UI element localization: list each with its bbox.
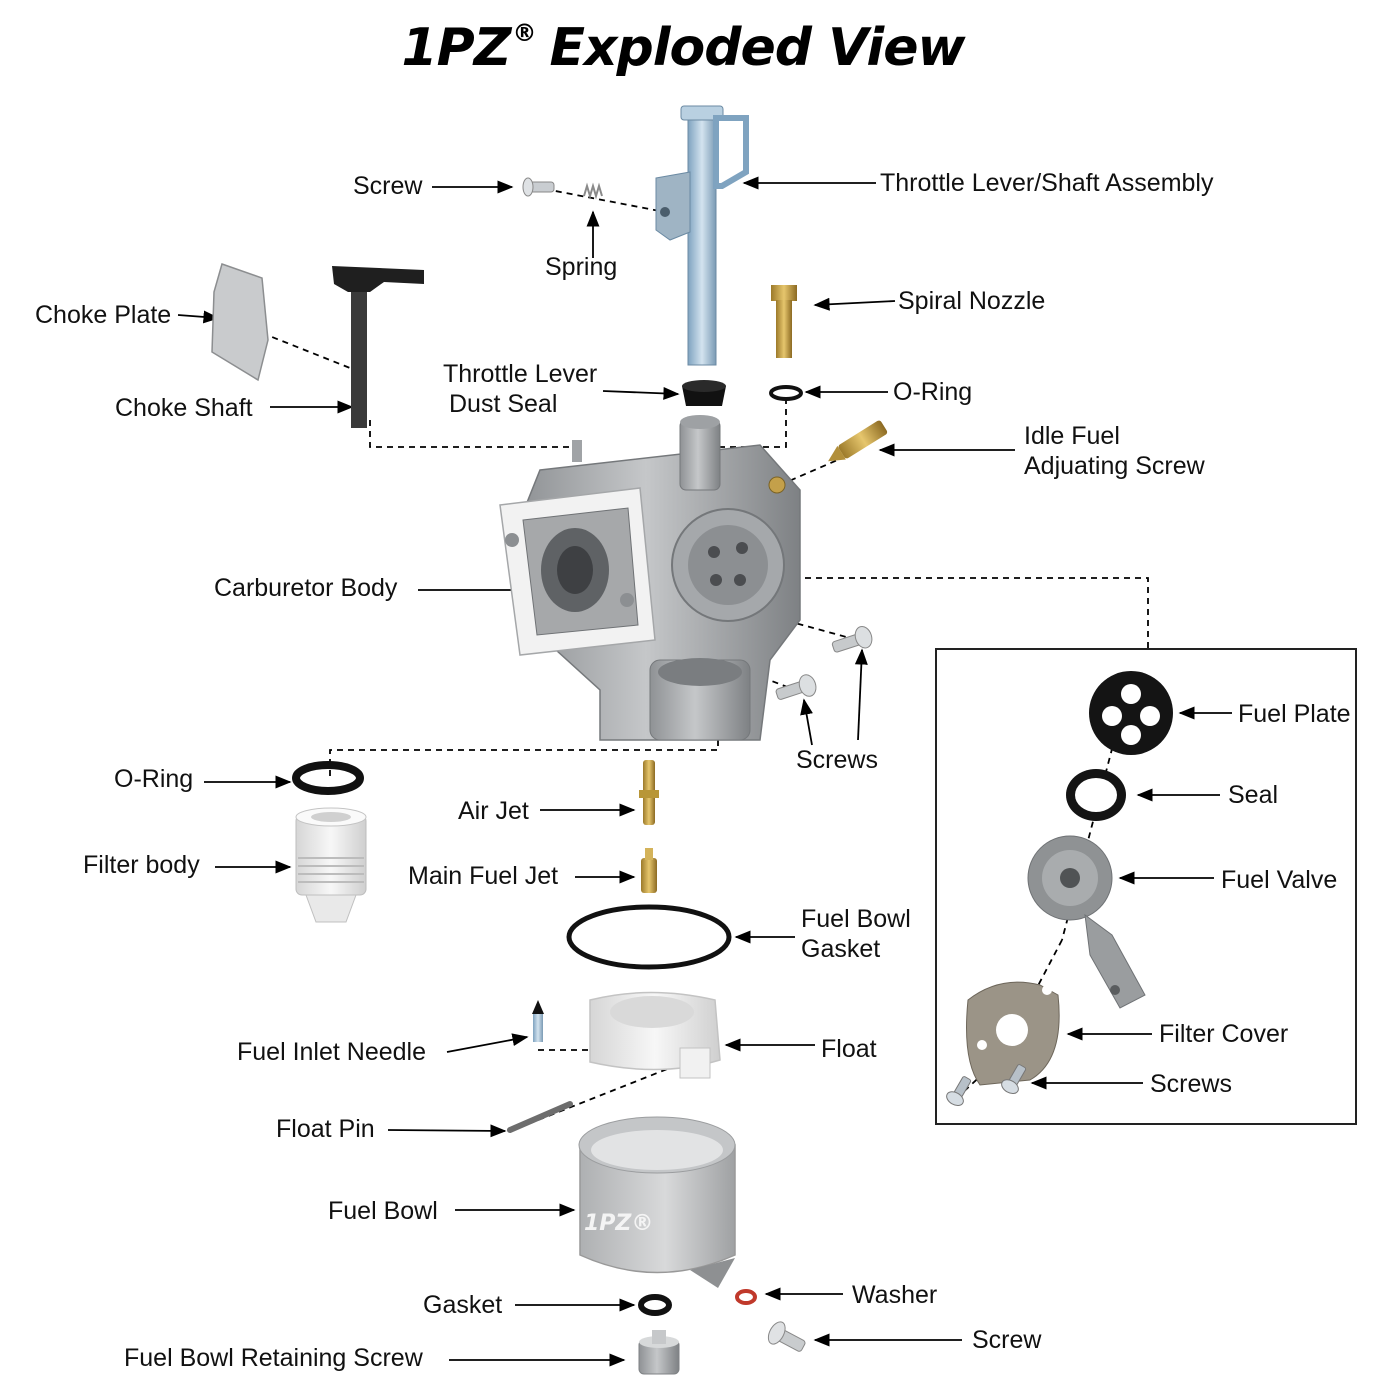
- label-filter-body: Filter body: [83, 851, 200, 879]
- retaining-screw-part: [638, 1330, 680, 1375]
- spiral-nozzle-part: [771, 285, 797, 358]
- carburetor-body-part: [499, 415, 801, 741]
- screw-top-part: [522, 177, 555, 197]
- label-spring: Spring: [545, 253, 618, 281]
- label-filter-cover: Filter Cover: [1159, 1020, 1289, 1048]
- throttle-dust-seal-part: [682, 380, 726, 406]
- label-carburetor-body: Carburetor Body: [214, 574, 398, 602]
- label-fuel-bowl: Fuel Bowl: [328, 1197, 438, 1225]
- title-text: Exploded View: [549, 18, 965, 78]
- fuel-valve-part: [1027, 835, 1146, 1009]
- label-air-jet: Air Jet: [458, 797, 529, 825]
- oring-filter-part: [292, 761, 364, 795]
- label-fuel-inlet-needle: Fuel Inlet Needle: [237, 1038, 427, 1066]
- label-fuel-valve: Fuel Valve: [1221, 866, 1338, 894]
- label-float: Float: [821, 1035, 877, 1063]
- label-screws-body: Screws: [796, 746, 878, 774]
- label-gasket: Gasket: [423, 1291, 503, 1319]
- fuel-bowl-part: 1PZ®: [578, 1116, 736, 1288]
- float-part: [589, 991, 721, 1079]
- filter-body-part: [295, 807, 367, 923]
- body-screws-part: [775, 625, 873, 700]
- label-oring-top: O-Ring: [893, 378, 973, 406]
- leader-arrows: [177, 176, 1232, 1367]
- label-seal: Seal: [1228, 781, 1279, 809]
- label-idle-screw-line1: Idle Fuel: [1024, 422, 1120, 450]
- label-oring-filter: O-Ring: [114, 765, 194, 793]
- fuel-bowl-gasket-part: [566, 904, 732, 970]
- title-registered-mark: ®: [512, 18, 536, 47]
- float-pin-part: [507, 1101, 573, 1133]
- oring-top-part: [769, 385, 803, 401]
- fuel-inlet-needle-part: [532, 1000, 544, 1042]
- label-throttle-dust-seal-line1: Throttle Lever: [443, 360, 598, 388]
- idle-screw-part: [828, 420, 888, 462]
- fuel-plate-part: [1089, 671, 1173, 755]
- filter-cover-part: [966, 981, 1060, 1086]
- label-float-pin: Float Pin: [276, 1115, 375, 1143]
- title-brand: 1PZ: [401, 18, 511, 78]
- choke-plate-part: [211, 263, 269, 382]
- label-fuel-plate: Fuel Plate: [1238, 700, 1351, 728]
- main-fuel-jet-part: [641, 848, 657, 893]
- label-idle-screw-line2: Adjuating Screw: [1024, 452, 1205, 480]
- fuel-valve-inset-panel: [935, 648, 1357, 1125]
- page-title: 1PZ® Exploded View: [0, 18, 1366, 78]
- label-choke-plate: Choke Plate: [35, 301, 172, 329]
- label-main-fuel-jet: Main Fuel Jet: [408, 862, 559, 890]
- seal-part: [1066, 769, 1126, 821]
- label-fuel-bowl-gasket-line2: Gasket: [801, 935, 881, 963]
- label-screw-bottom: Screw: [972, 1326, 1042, 1354]
- label-screws-inset: Screws: [1150, 1070, 1232, 1098]
- throttle-shaft-part: [655, 105, 749, 366]
- label-throttle-dust-seal-line2: Dust Seal: [449, 390, 558, 418]
- label-throttle-shaft: Throttle Lever/Shaft Assembly: [880, 169, 1214, 197]
- washer-part: [735, 1289, 757, 1305]
- label-fuel-bowl-gasket-line1: Fuel Bowl: [801, 905, 911, 933]
- label-washer: Washer: [852, 1281, 938, 1309]
- gasket-bottom-part: [638, 1294, 672, 1316]
- inset-screws-part: [946, 1064, 1027, 1107]
- spring-part: [583, 182, 603, 200]
- label-choke-shaft: Choke Shaft: [115, 394, 253, 422]
- choke-shaft-part: [332, 266, 424, 428]
- screw-bottom-part: [767, 1321, 806, 1352]
- fuel-bowl-logo: 1PZ®: [584, 1211, 653, 1236]
- label-retaining-screw: Fuel Bowl Retaining Screw: [124, 1344, 423, 1372]
- label-spiral-nozzle: Spiral Nozzle: [898, 287, 1046, 315]
- label-screw-top: Screw: [353, 172, 423, 200]
- air-jet-part: [639, 760, 659, 825]
